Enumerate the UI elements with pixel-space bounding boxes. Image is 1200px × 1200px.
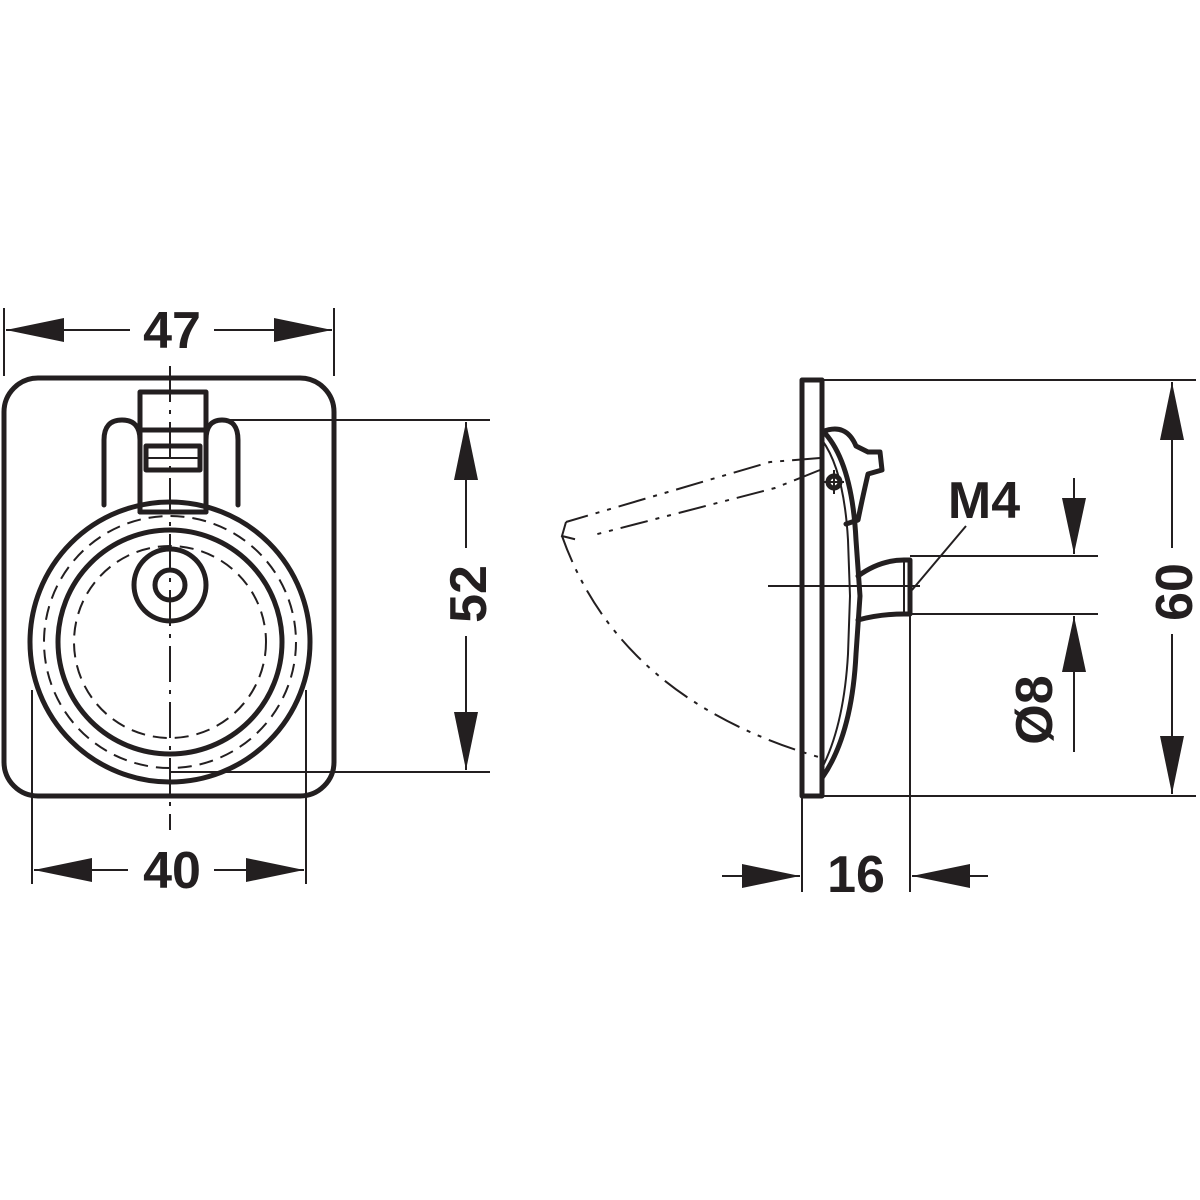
dimension-40: 40: [31, 690, 307, 900]
side-plate-outline: [799, 377, 825, 799]
dimension-52-label: 52: [440, 565, 498, 623]
thread-callout-m4: M4: [911, 472, 1020, 591]
dimension-47-label: 47: [143, 302, 201, 360]
dimension-47: 47: [3, 300, 335, 376]
dimension-16: 16: [722, 614, 988, 904]
side-view: 60 Ø8 M4 16: [560, 377, 1200, 904]
dimension-diameter-8-label: Ø8: [1006, 675, 1064, 744]
dimension-60-label: 60: [1146, 563, 1200, 621]
side-body-outline: [819, 427, 863, 781]
hinge-bracket: [101, 389, 241, 515]
dimension-40-label: 40: [143, 842, 201, 900]
dimension-60: 60: [822, 379, 1200, 797]
thread-callout-m4-label: M4: [948, 472, 1020, 530]
open-ring-phantom: [565, 457, 821, 523]
dimension-52: 52: [170, 419, 498, 773]
front-view: 47 40 52: [1, 300, 498, 900]
threaded-boss: [855, 557, 913, 623]
dimension-16-label: 16: [827, 846, 885, 904]
side-hinge: [819, 426, 885, 527]
dimension-diameter-8: Ø8: [910, 478, 1098, 752]
